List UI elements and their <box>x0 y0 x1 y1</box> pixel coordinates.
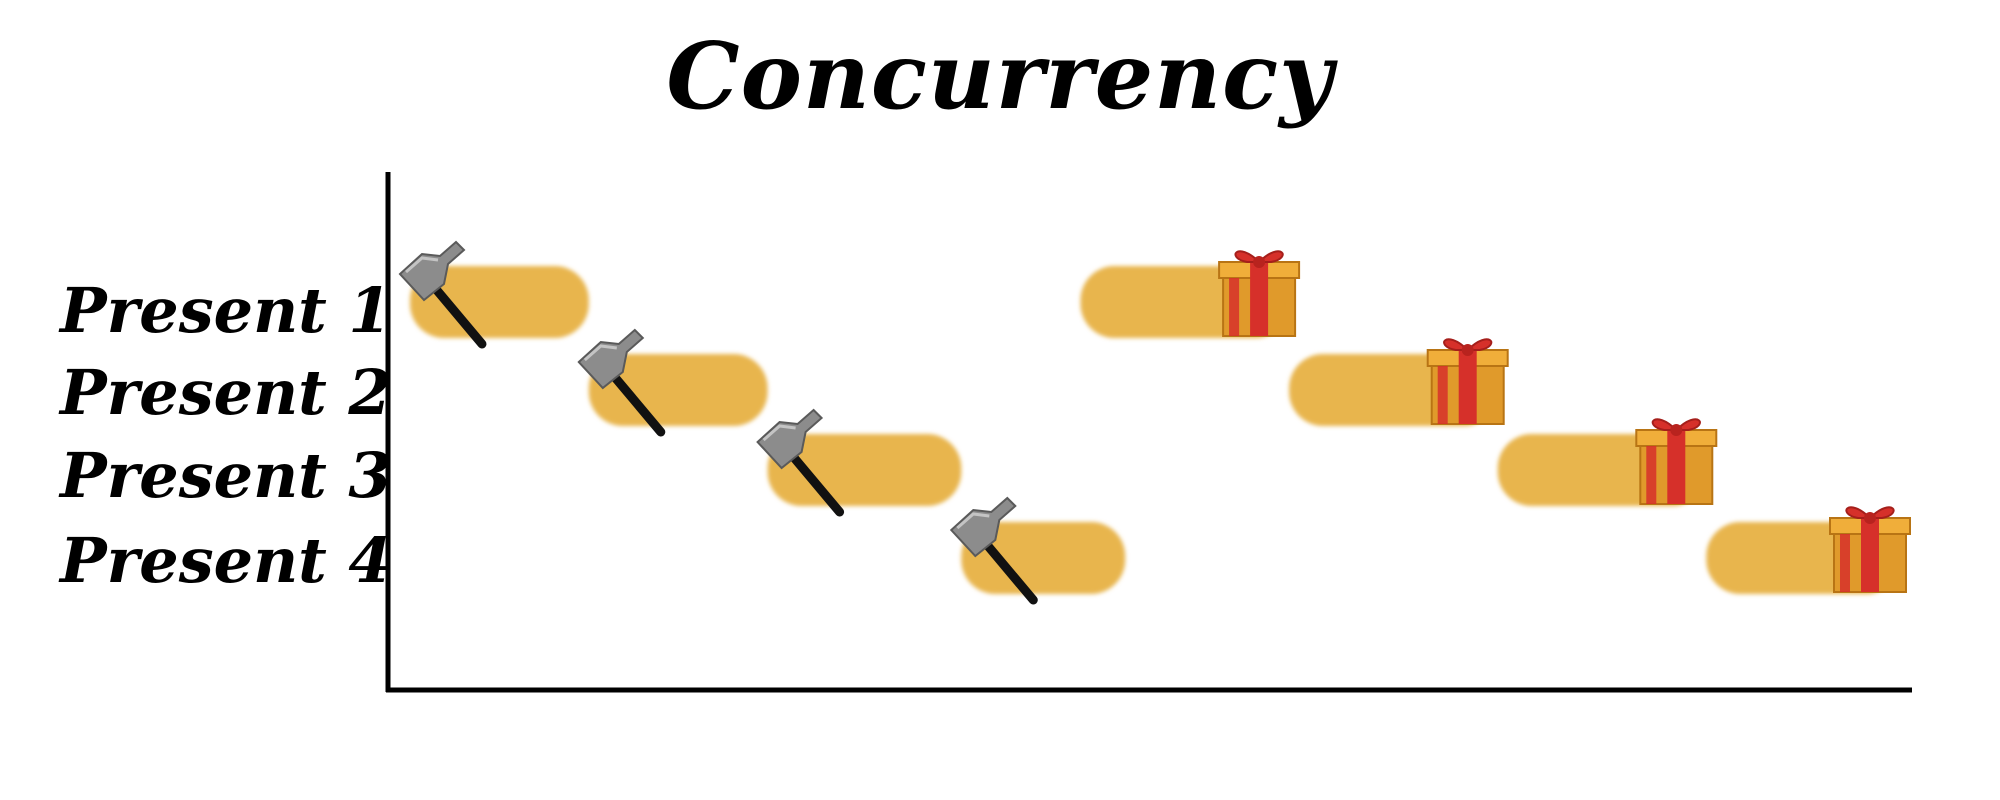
row-label-present-3: Present 3 <box>60 439 392 512</box>
row-label-present-1: Present 1 <box>60 274 392 347</box>
build-bar-2 <box>588 354 768 426</box>
row-label-present-2: Present 2 <box>60 356 392 429</box>
gift-icon <box>1218 250 1301 337</box>
build-bar-4 <box>961 522 1126 594</box>
gift-icon <box>1426 338 1509 425</box>
row-label-present-4: Present 4 <box>60 524 392 597</box>
gift-icon <box>1829 506 1911 593</box>
chart-title: Concurrency <box>666 22 1334 130</box>
build-bar-1 <box>410 266 589 338</box>
gift-icon <box>1635 418 1718 505</box>
